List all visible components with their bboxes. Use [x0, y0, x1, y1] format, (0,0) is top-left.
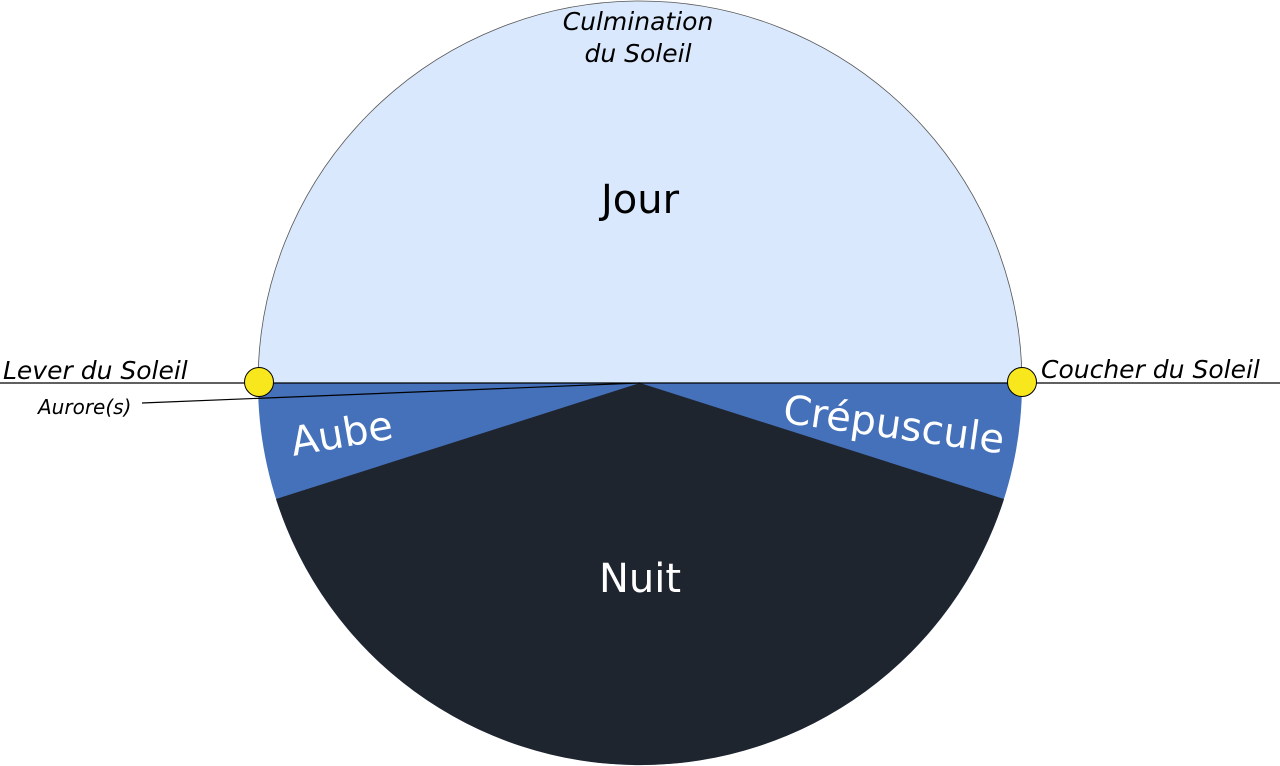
sunset-sun-icon: [1007, 367, 1037, 397]
culmination-label-line1: Culmination: [563, 7, 714, 36]
sunset-label: Coucher du Soleil: [1041, 355, 1260, 384]
sunrise-sun-icon: [244, 367, 274, 397]
night-region: [276, 383, 1004, 766]
culmination-label-line2: du Soleil: [584, 39, 691, 68]
day-label: Jour: [598, 177, 680, 223]
night-label: Nuit: [599, 556, 681, 602]
aurora-pointer-line: [141, 382, 641, 404]
sunrise-label: Lever du Soleil: [3, 356, 188, 385]
day-region: [257, 0, 1023, 384]
aurora-label: Aurore(s): [36, 395, 131, 419]
